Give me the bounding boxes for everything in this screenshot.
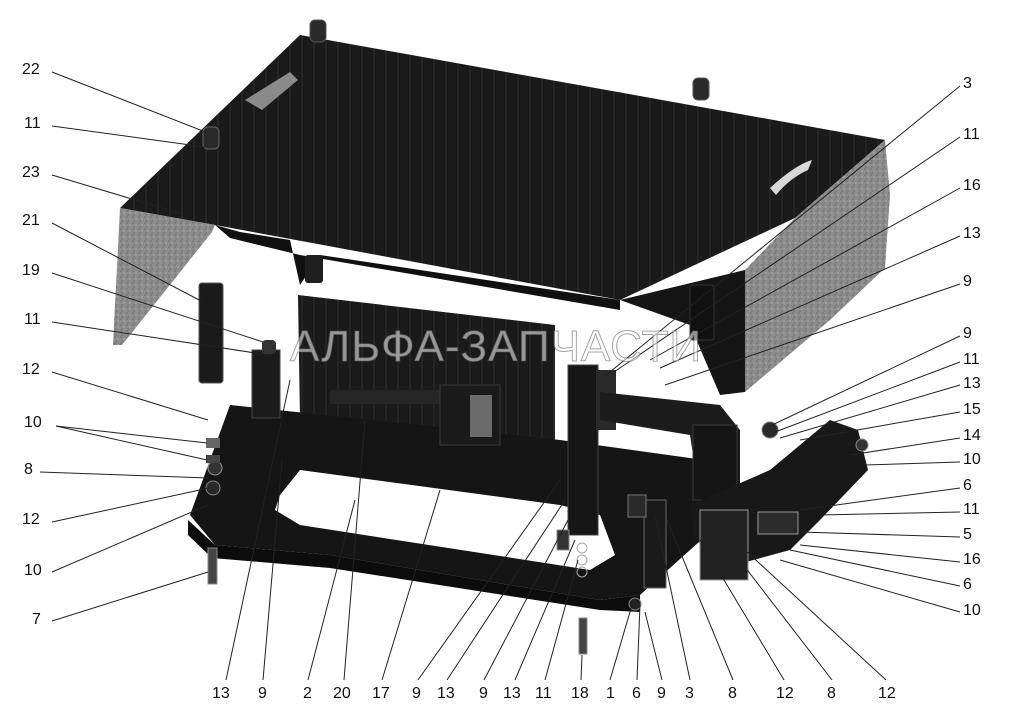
callout-label: 5 [963, 526, 972, 543]
callout-label: 8 [827, 685, 836, 702]
callout-label: 13 [212, 685, 230, 702]
callout-label: 16 [963, 551, 981, 568]
callout-label: 9 [258, 685, 267, 702]
callout-label: 3 [963, 75, 972, 92]
callout-label: 12 [776, 685, 794, 702]
callout-label: 10 [24, 562, 42, 579]
callout-label: 8 [24, 461, 33, 478]
callout-label: 7 [32, 611, 41, 628]
battery-tray [188, 295, 869, 655]
callout-label: 11 [24, 311, 41, 328]
callout-label: 11 [24, 115, 41, 132]
callout-label: 22 [22, 61, 40, 78]
callout-label: 13 [503, 685, 521, 702]
callout-label: 6 [963, 576, 972, 593]
watermark-text: АЛЬФА-ЗАПЧАСТИ [289, 322, 703, 372]
callout-label: 13 [963, 225, 981, 242]
callout-label: 18 [571, 685, 589, 702]
callout-label: 6 [632, 685, 641, 702]
callout-label: 10 [963, 602, 981, 619]
callout-label: 9 [657, 685, 666, 702]
callout-label: 10 [963, 451, 981, 468]
callout-label: 17 [372, 685, 390, 702]
callout-label: 11 [963, 351, 980, 368]
callout-label: 20 [333, 685, 351, 702]
callout-label: 12 [22, 361, 40, 378]
callout-label: 16 [963, 177, 981, 194]
callout-label: 2 [303, 685, 312, 702]
callout-label: 19 [22, 262, 40, 279]
callout-label: 15 [963, 401, 981, 418]
callout-label: 14 [963, 427, 981, 444]
callout-label: 11 [535, 685, 552, 702]
callout-label: 13 [963, 375, 981, 392]
callout-label: 3 [685, 685, 694, 702]
callout-label: 23 [22, 164, 40, 181]
callout-label: 9 [479, 685, 488, 702]
callout-label: 12 [878, 685, 896, 702]
callout-label: 13 [437, 685, 455, 702]
callout-label: 6 [963, 477, 972, 494]
callout-label: 10 [24, 414, 42, 431]
callout-label: 9 [963, 325, 972, 342]
callout-label: 21 [22, 212, 40, 229]
callout-label: 1 [606, 685, 615, 702]
callout-label: 11 [963, 126, 980, 143]
callout-label: 9 [963, 273, 972, 290]
callout-label: 8 [728, 685, 737, 702]
leader-lines [39, 71, 961, 681]
callout-label: 9 [412, 685, 421, 702]
callout-label: 11 [963, 501, 980, 518]
cover-lid [113, 19, 890, 395]
callout-label: 12 [22, 511, 40, 528]
spacer-rod [198, 282, 224, 384]
